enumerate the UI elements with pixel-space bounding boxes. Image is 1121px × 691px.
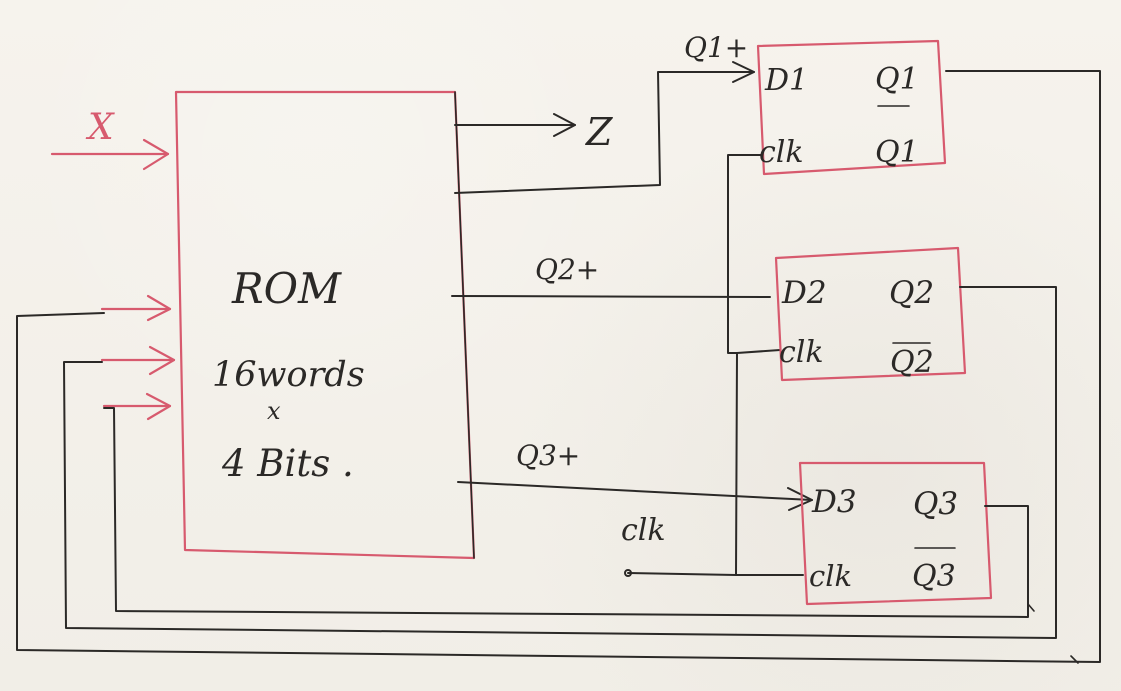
x-input-label: X [85, 107, 115, 148]
clock-group: clk [621, 154, 804, 577]
flipflop-3-qbar-label: Q3 [912, 559, 956, 594]
clock-input-node [624, 569, 632, 577]
clock-to-ff2 [736, 349, 781, 354]
rom-box [174, 90, 476, 560]
flipflop-3-d-label: D3 [811, 484, 857, 520]
flipflop-2-qbar-label: Q2 [890, 345, 934, 380]
rom-input-arrow-2-head [148, 345, 176, 376]
rom-size-line-1: 16words [212, 355, 365, 395]
q3-plus-path-group: Q3+ [457, 439, 813, 511]
rom-size-multiplier: x [267, 397, 281, 425]
flipflop-3: D3 clk Q3 Q3 [798, 461, 993, 606]
q1-plus-arrow [732, 61, 755, 83]
feedback-paths [16, 70, 1101, 664]
rom-right-edge-ink [454, 91, 475, 559]
rom-input-arrow-1-head [146, 294, 172, 322]
flipflop-3-clk-label: clk [809, 559, 852, 593]
q3-plus-arrow [787, 487, 813, 511]
clock-bus [727, 154, 804, 576]
rom-title: ROM [231, 264, 342, 313]
flipflop-1-d-label: D1 [764, 63, 808, 98]
q3-plus-label: Q3+ [516, 439, 580, 472]
z-output-label: Z [585, 110, 613, 154]
flipflop-3-box [798, 461, 993, 606]
q1-plus-label: Q1+ [684, 31, 748, 64]
z-output-arrow [553, 113, 576, 137]
flipflop-1-q-label: Q1 [875, 62, 919, 97]
flipflop-2: D2 clk Q2 Q2 [774, 246, 967, 382]
q2-plus-path-group: Q2+ [451, 253, 771, 298]
rom-input-arrows [100, 294, 176, 421]
clock-input-wire [627, 572, 737, 576]
q2-plus-label: Q2+ [535, 253, 599, 286]
rom-size-line-2: 4 Bits . [221, 442, 354, 485]
q1-feedback-loop [16, 70, 1101, 663]
flipflop-1: D1 clk Q1 Q1 [756, 39, 947, 176]
q2-plus-wire [451, 295, 771, 298]
x-input-group: X [50, 107, 170, 171]
flipflop-1-qbar-label: Q1 [875, 135, 919, 170]
rom-input-arrow-3-head [145, 392, 172, 421]
q1-loop-ink-stub [1070, 655, 1079, 664]
q2-feedback-loop [63, 286, 1057, 639]
flipflop-1-clk-label: clk [759, 135, 804, 170]
rom-block: ROM 16words x 4 Bits . [174, 90, 476, 560]
flipflop-3-q-label: Q3 [913, 486, 958, 522]
flipflop-2-d-label: D2 [781, 275, 827, 311]
q3-plus-wire [457, 481, 813, 501]
q1-plus-wire [454, 71, 755, 194]
z-output-group: Z [454, 110, 613, 154]
x-input-arrow [142, 138, 170, 171]
q3-feedback-loop [103, 407, 1029, 618]
flipflop-1-box [756, 39, 947, 176]
q1-plus-path-group: Q1+ [454, 31, 755, 194]
flipflop-2-q-label: Q2 [889, 275, 934, 311]
clock-input-label: clk [621, 513, 666, 548]
q3-loop-ink-stub [1027, 603, 1035, 612]
flipflop-2-clk-label: clk [779, 335, 824, 370]
flipflop-2-box [774, 246, 967, 382]
